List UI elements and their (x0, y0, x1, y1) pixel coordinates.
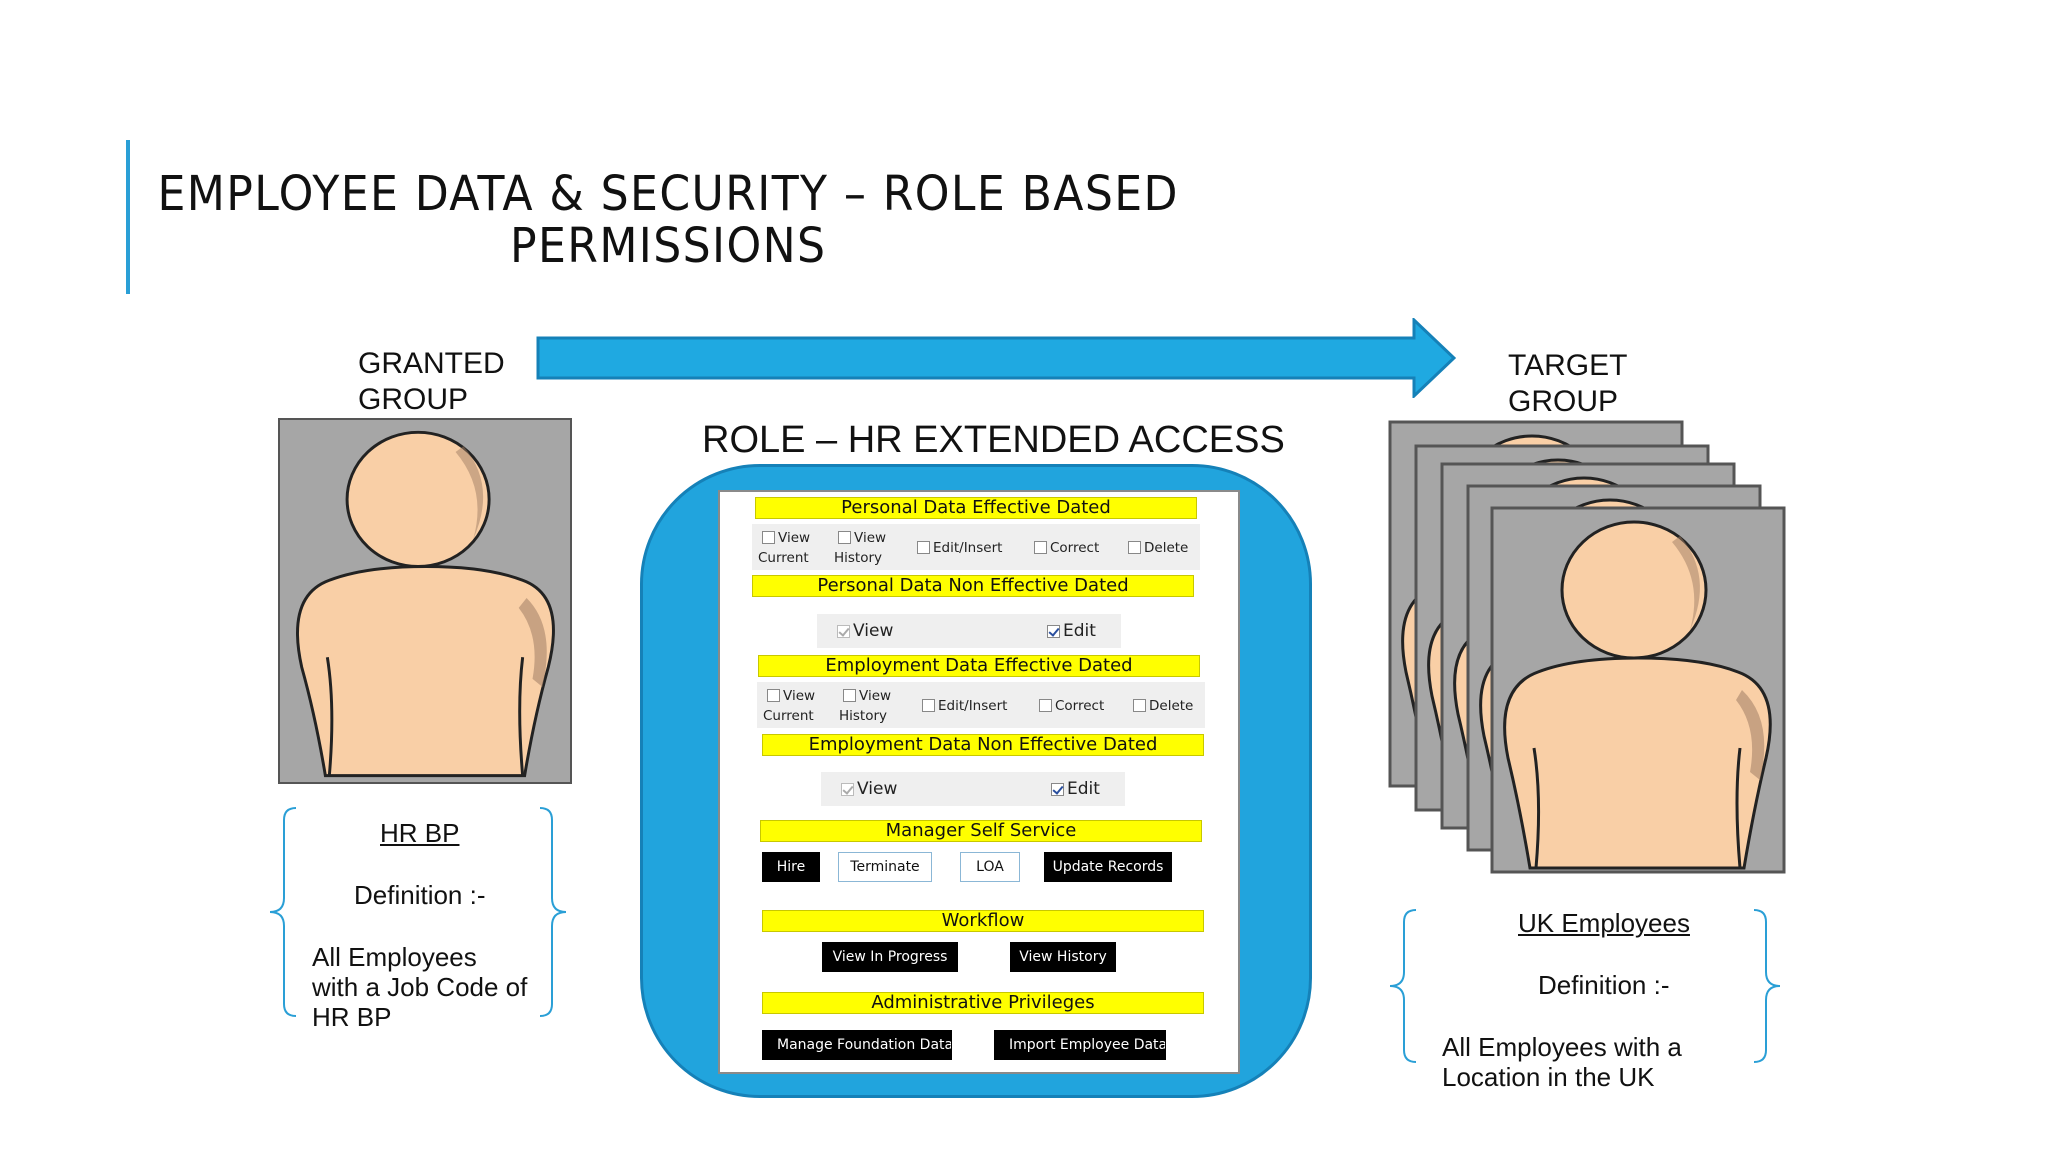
correct-checkbox[interactable] (1039, 699, 1052, 712)
option-current-label: Current (758, 550, 809, 566)
people-stack-icons (1388, 420, 1786, 874)
flow-arrow (536, 318, 1456, 398)
manage-foundation-data-button[interactable]: Manage Foundation Data (762, 1030, 952, 1060)
edit-checkbox[interactable] (1051, 783, 1064, 796)
view-history-checkbox[interactable] (843, 689, 856, 702)
option-view[interactable]: View (841, 777, 897, 801)
title-accent-bar (126, 140, 130, 294)
option-current-label: Current (763, 708, 814, 724)
loa-button[interactable]: LOA (960, 852, 1020, 882)
view-current-checkbox[interactable] (762, 531, 775, 544)
stack-card-5 (1490, 506, 1786, 874)
option-edit-insert[interactable]: Edit/Insert (917, 538, 1002, 558)
edit-insert-checkbox[interactable] (917, 541, 930, 554)
granted-definition-label: Definition :- (354, 880, 486, 910)
view-checkbox[interactable] (841, 783, 854, 796)
view-history-button[interactable]: View History (1010, 942, 1116, 972)
option-correct[interactable]: Correct (1034, 538, 1099, 558)
section-employment-noneffective: Employment Data Non Effective Dated (762, 734, 1204, 756)
section-personal-effective: Personal Data Effective Dated (755, 497, 1197, 519)
view-checkbox[interactable] (837, 625, 850, 638)
personal-effective-options: View Current View History Edit/Insert Co… (752, 524, 1200, 570)
granted-group-label: GRANTED GROUP (358, 347, 505, 416)
granted-brace-left (269, 807, 297, 1017)
option-edit[interactable]: Edit (1051, 777, 1100, 801)
edit-insert-checkbox[interactable] (922, 699, 935, 712)
section-personal-noneffective: Personal Data Non Effective Dated (752, 575, 1194, 597)
section-administrative-privileges: Administrative Privileges (762, 992, 1204, 1014)
view-in-progress-button[interactable]: View In Progress (822, 942, 958, 972)
option-view-history[interactable]: View (838, 528, 886, 548)
slide-title: EMPLOYEE DATA & SECURITY – ROLE BASED PE… (157, 166, 1179, 274)
option-view[interactable]: View (837, 619, 893, 643)
employment-effective-options: View Current View History Edit/Insert Co… (757, 682, 1205, 728)
delete-checkbox[interactable] (1128, 541, 1141, 554)
edit-checkbox[interactable] (1047, 625, 1060, 638)
terminate-button[interactable]: Terminate (838, 852, 932, 882)
target-person-stack (1388, 420, 1788, 880)
granted-person-card (278, 418, 572, 784)
option-view-current[interactable]: View (767, 686, 815, 706)
delete-checkbox[interactable] (1133, 699, 1146, 712)
hire-button[interactable]: Hire (762, 852, 820, 882)
personal-noneffective-options: View Edit (817, 614, 1121, 648)
section-employment-effective: Employment Data Effective Dated (758, 655, 1200, 677)
option-view-current[interactable]: View (762, 528, 810, 548)
option-history-label: History (839, 708, 888, 724)
option-view-history[interactable]: View (843, 686, 891, 706)
target-definition-text: All Employees with a Location in the UK (1442, 1032, 1682, 1092)
target-brace-left (1389, 909, 1417, 1063)
option-delete[interactable]: Delete (1128, 538, 1188, 558)
import-employee-data-button[interactable]: Import Employee Data (994, 1030, 1166, 1060)
view-current-checkbox[interactable] (767, 689, 780, 702)
person-icon (296, 430, 555, 778)
employment-noneffective-options: View Edit (821, 772, 1125, 806)
option-edit-insert[interactable]: Edit/Insert (922, 696, 1007, 716)
correct-checkbox[interactable] (1034, 541, 1047, 554)
option-edit[interactable]: Edit (1047, 619, 1096, 643)
target-brace-right (1753, 909, 1781, 1063)
option-delete[interactable]: Delete (1133, 696, 1193, 716)
section-manager-self-service: Manager Self Service (760, 820, 1202, 842)
role-heading: ROLE – HR EXTENDED ACCESS (702, 419, 1285, 461)
update-records-button[interactable]: Update Records (1044, 852, 1172, 882)
section-workflow: Workflow (762, 910, 1204, 932)
granted-definition-text: All Employees with a Job Code of HR BP (312, 942, 528, 1032)
flow-arrow-shape (536, 318, 1456, 398)
view-history-checkbox[interactable] (838, 531, 851, 544)
option-correct[interactable]: Correct (1039, 696, 1104, 716)
option-history-label: History (834, 550, 883, 566)
target-definition-label: Definition :- (1538, 970, 1670, 1000)
granted-brace-right (539, 807, 567, 1017)
target-group-label: TARGET GROUP (1508, 349, 1628, 418)
target-group-name: UK Employees (1518, 908, 1690, 938)
granted-group-name: HR BP (380, 818, 460, 848)
